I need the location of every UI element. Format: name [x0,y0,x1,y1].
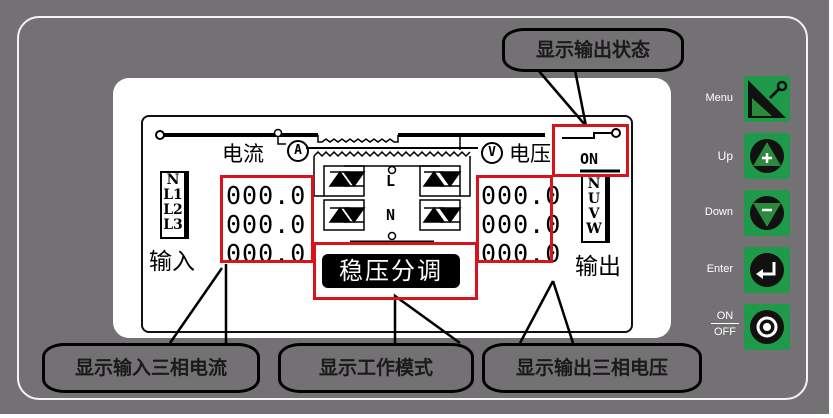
output-state-text: ON [580,150,599,168]
input-phase-l1: L1 [163,187,183,203]
center-l-label: L [386,172,396,190]
output-phase-u: U [587,191,601,207]
input-current-l2: 000.0 [226,210,307,239]
power-on-label: ON [711,310,739,324]
power-label: ON OFF [711,310,739,338]
center-n-label: N [386,206,396,224]
enter-button[interactable] [744,247,790,293]
output-phase-v: V [588,206,600,222]
highlight-input-current [220,175,314,263]
callout-input-current: 显示输入三相电流 [42,343,260,393]
output-voltage-v: 000.0 [481,210,562,239]
up-label: Up [717,149,733,163]
ammeter-icon: A [287,140,309,162]
output-phase-w: W [586,221,602,237]
input-current-l1: 000.0 [226,181,307,210]
enter-label: Enter [706,263,733,275]
output-phase-n: N [587,176,601,192]
input-label: 输入 [149,249,195,275]
highlight-output-voltage [476,175,553,263]
output-voltage-u: 000.0 [481,181,562,210]
current-label: 电流 [222,142,264,166]
input-phase-l2: L2 [163,202,183,218]
output-label: 输出 [575,254,621,280]
input-phase-l3: L3 [163,217,183,233]
highlight-work-mode [313,242,478,300]
highlight-output-status [552,124,629,177]
callout-work-mode: 显示工作模式 [278,343,474,393]
up-plus-icon [750,139,784,173]
down-minus-icon [750,196,784,230]
work-mode-display: 稳压分调 [322,254,460,288]
output-phase-list: N U V W [581,175,607,243]
enter-return-icon [750,253,784,287]
menu-button[interactable] [744,76,790,122]
down-button[interactable] [744,190,790,236]
input-phase-list: N L1 L2 L3 [160,171,186,239]
input-phase-n: N [166,172,180,188]
power-off-label: OFF [714,326,736,338]
device-panel [17,16,808,400]
callout-output-status: 显示输出状态 [502,28,684,72]
callout-output-voltage: 显示输出三相电压 [482,343,702,393]
power-button[interactable] [744,304,790,350]
power-ring-icon [750,310,784,344]
down-label: Down [704,206,733,218]
voltmeter-icon: V [481,142,503,164]
menu-wrench-icon [748,80,788,118]
voltage-label: 电压 [509,142,551,166]
menu-label: Menu [705,92,733,104]
up-button[interactable] [744,133,790,179]
